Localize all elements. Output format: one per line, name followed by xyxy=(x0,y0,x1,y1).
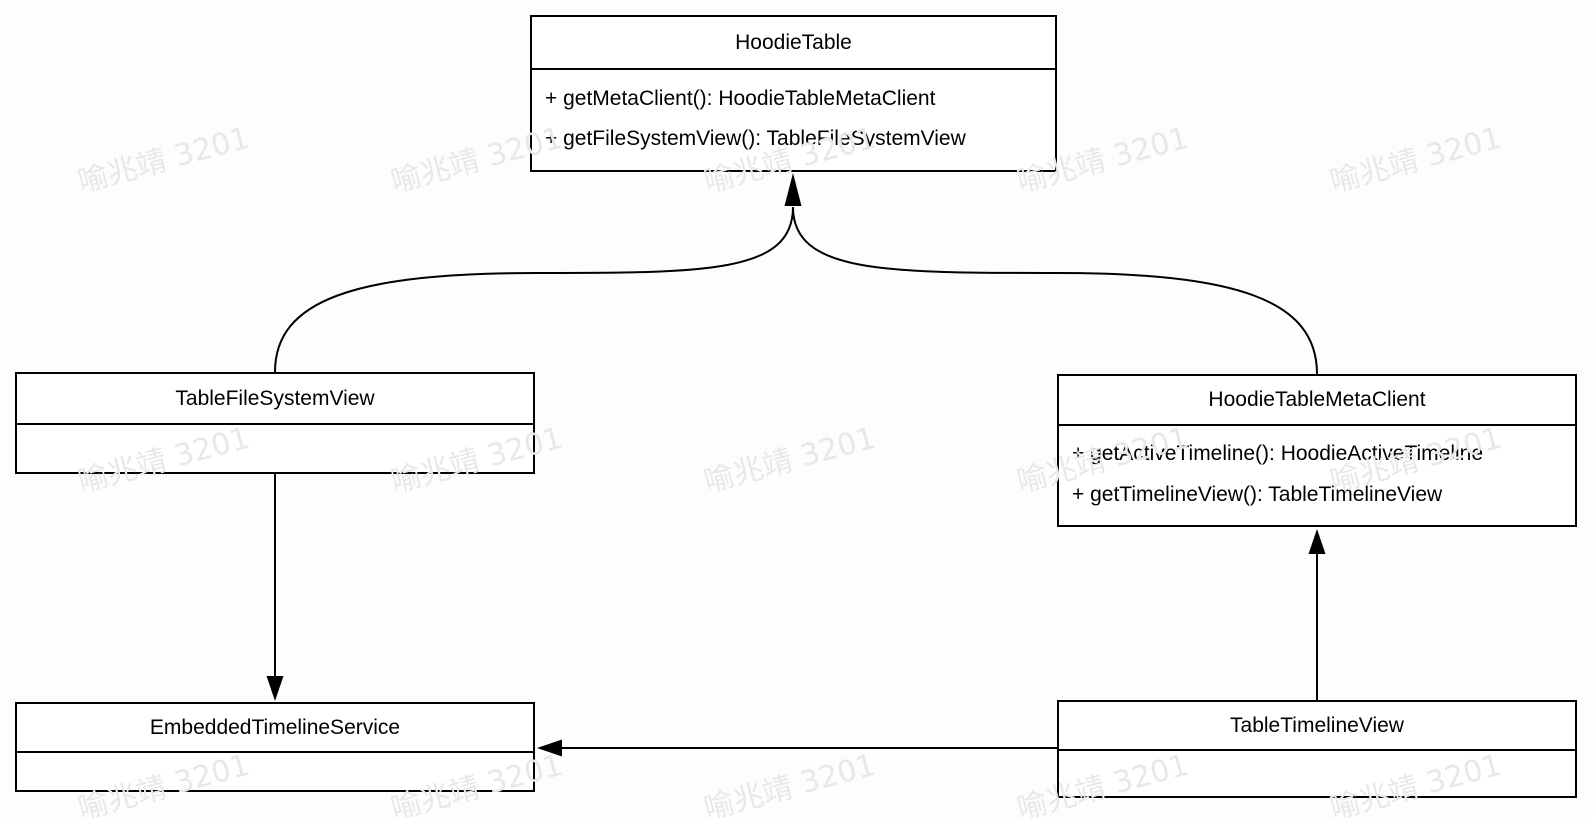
class-body-table-timeline-view xyxy=(1059,751,1575,796)
class-title-hoodie-table: HoodieTable xyxy=(532,17,1055,70)
class-box-table-file-system-view: TableFileSystemView xyxy=(15,372,535,474)
arrowhead-left-ets xyxy=(537,739,562,757)
class-method: + getMetaClient(): HoodieTableMetaClient xyxy=(545,86,936,110)
class-title-hoodie-table-meta-client: HoodieTableMetaClient xyxy=(1059,376,1575,426)
connector-htmc-to-hoodietable xyxy=(792,206,1318,375)
class-title-embedded-timeline-service: EmbeddedTimelineService xyxy=(17,704,533,753)
connector-tfsv-to-hoodietable xyxy=(274,206,794,373)
watermark-text: 喻兆靖 3201 xyxy=(700,747,880,818)
class-method: + getActiveTimeline(): HoodieActiveTimel… xyxy=(1072,442,1484,466)
watermark-text: 喻兆靖 3201 xyxy=(700,420,880,501)
class-box-embedded-timeline-service: EmbeddedTimelineService xyxy=(15,702,535,792)
class-body-embedded-timeline-service xyxy=(17,753,533,790)
watermark-text: 喻兆靖 3201 xyxy=(74,120,254,201)
class-body-hoodie-table-meta-client: + getActiveTimeline(): HoodieActiveTimel… xyxy=(1059,426,1575,523)
class-box-table-timeline-view: TableTimelineView xyxy=(1057,700,1577,798)
class-title-table-file-system-view: TableFileSystemView xyxy=(17,374,533,425)
class-box-hoodie-table-meta-client: HoodieTableMetaClient + getActiveTimelin… xyxy=(1057,374,1577,527)
watermark-text: 喻兆靖 3201 xyxy=(1326,120,1506,201)
class-method: + getTimelineView(): TableTimelineView xyxy=(1072,482,1443,506)
arrowhead-down-ets xyxy=(266,676,284,701)
class-body-table-file-system-view xyxy=(17,425,533,470)
arrowhead-up-hoodietable xyxy=(784,173,802,206)
arrowhead-up-htmc xyxy=(1308,529,1326,554)
class-box-hoodie-table: HoodieTable + getMetaClient(): HoodieTab… xyxy=(530,15,1057,172)
class-body-hoodie-table: + getMetaClient(): HoodieTableMetaClient… xyxy=(532,70,1055,168)
class-title-table-timeline-view: TableTimelineView xyxy=(1059,702,1575,751)
class-method: + getFileSystemView(): TableFileSystemVi… xyxy=(545,127,966,151)
